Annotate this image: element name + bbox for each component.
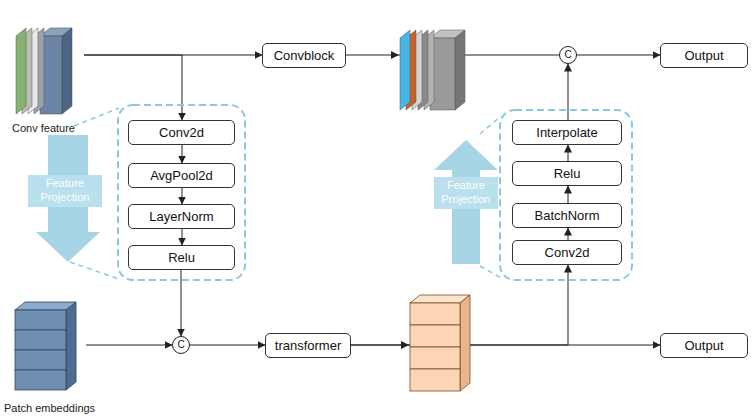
box-label: transformer (275, 338, 341, 353)
caption-label: Conv feature (12, 122, 75, 134)
arrow-head (401, 341, 409, 349)
flow-arrow (568, 228, 569, 240)
callout-line (480, 116, 501, 134)
feature-map-stack: Conv feature (10, 26, 84, 134)
arrow-label: Feature Projection (434, 177, 498, 209)
flow-arrow (568, 64, 569, 120)
flow-arrow (182, 229, 183, 245)
concat-symbol: C (564, 50, 571, 60)
output-box: Output (660, 333, 748, 358)
flow-arrow (568, 186, 569, 203)
process-box: Convblock (262, 43, 346, 68)
process-box: transformer (265, 333, 351, 358)
dashed-group (118, 105, 245, 280)
layer-box: Relu (512, 161, 622, 186)
layer-box: BatchNorm (512, 203, 622, 228)
arrow-label: Feature Projection (28, 175, 102, 207)
layer-box: AvgPool2d (128, 163, 235, 188)
layer-box: LayerNorm (128, 204, 235, 229)
callout-line (480, 266, 501, 278)
flow-arrow (182, 145, 183, 163)
feature-stack (400, 30, 465, 110)
box-label: Convblock (274, 48, 335, 63)
concat-circle: C (172, 336, 190, 354)
box-label: Interpolate (536, 125, 597, 140)
layer-box: Conv2d (512, 240, 622, 265)
flow-arrow (86, 345, 172, 346)
flow-arrow (190, 345, 265, 346)
output-box: Output (660, 43, 748, 68)
box-label: Output (684, 338, 723, 353)
projection-arrow: Feature Projection (434, 140, 498, 264)
flow-arrow (182, 188, 183, 204)
box-label: BatchNorm (534, 208, 599, 223)
box-label: Output (684, 48, 723, 63)
flow-arrow (577, 55, 660, 56)
node-shape (10, 26, 84, 118)
box-label: AvgPool2d (150, 168, 213, 183)
callout-line (70, 262, 119, 279)
box-label: Relu (168, 250, 195, 265)
flow-arrow (346, 55, 559, 56)
concat-symbol: C (177, 340, 184, 350)
box-label: Relu (554, 166, 581, 181)
flow-arrow (351, 265, 568, 345)
dashed-group (500, 110, 632, 280)
embedding-stack: Patch embeddings (2, 300, 86, 414)
token-stack (410, 295, 470, 391)
flow-arrow (181, 270, 182, 336)
layer-box: Relu (128, 245, 235, 270)
concat-circle: C (559, 46, 577, 64)
flow-arrow (568, 145, 569, 161)
box-label: LayerNorm (149, 209, 213, 224)
flow-arrow (84, 55, 182, 120)
callout-line (74, 108, 119, 126)
projection-arrow: Feature Projection (28, 135, 102, 263)
node-shape (2, 300, 86, 395)
layer-box: Conv2d (128, 120, 235, 145)
box-label: Conv2d (159, 125, 204, 140)
caption-label: Patch embeddings (4, 402, 95, 414)
box-label: Conv2d (545, 245, 590, 260)
layer-box: Interpolate (512, 120, 622, 145)
arrow-head (391, 51, 399, 59)
